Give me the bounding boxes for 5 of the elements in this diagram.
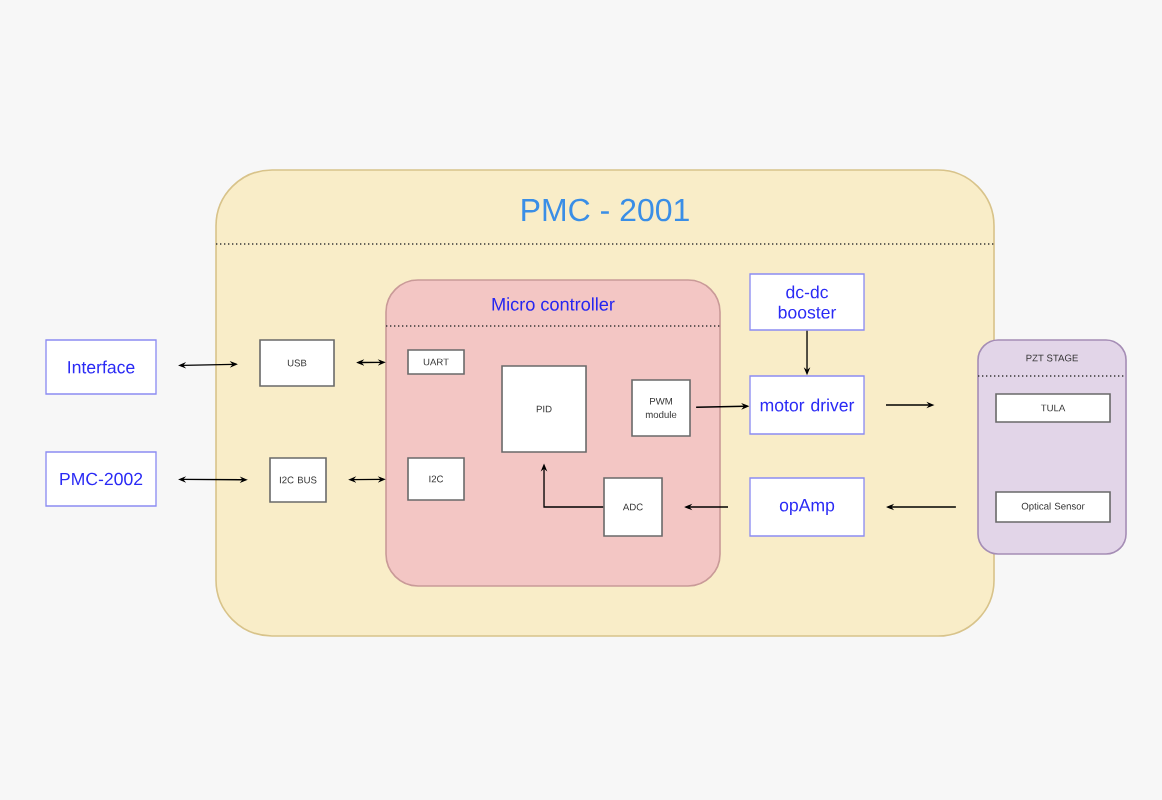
block-box: PMC-2002 (45, 451, 157, 507)
block-box: Interface (45, 339, 157, 395)
block-box: opAmp (749, 477, 865, 537)
block-box: dc-dc booster (749, 273, 865, 331)
block-box: motor driver (749, 375, 865, 435)
